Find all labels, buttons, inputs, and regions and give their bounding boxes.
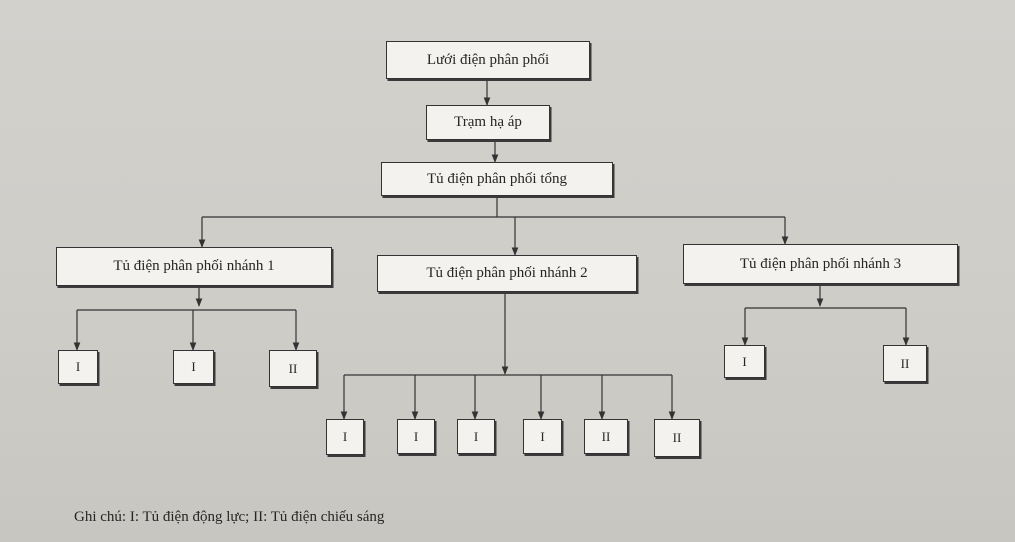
branch1-cabinet: II <box>269 350 317 387</box>
node-branch2: Tủ điện phân phối nhánh 2 <box>377 255 637 292</box>
node-branch1: Tủ điện phân phối nhánh 1 <box>56 247 332 286</box>
branch1-cabinet: I <box>58 350 98 384</box>
legend-note: Ghi chú: I: Tủ điện động lực; II: Tủ điệ… <box>74 509 385 525</box>
node-main: Tủ điện phân phối tổng <box>381 162 613 196</box>
node-grid: Lưới điện phân phối <box>386 41 590 79</box>
node-substation: Trạm hạ áp <box>426 105 550 140</box>
branch2-cabinet: I <box>326 419 364 455</box>
branch2-cabinet: I <box>523 419 562 454</box>
branch2-cabinet: II <box>654 419 700 457</box>
branch2-cabinet: I <box>457 419 495 454</box>
branch3-cabinet: II <box>883 345 927 382</box>
node-branch3: Tủ điện phân phối nhánh 3 <box>683 244 958 284</box>
branch2-cabinet: II <box>584 419 628 454</box>
branch3-cabinet: I <box>724 345 765 378</box>
branch2-cabinet: I <box>397 419 435 454</box>
branch1-cabinet: I <box>173 350 214 384</box>
